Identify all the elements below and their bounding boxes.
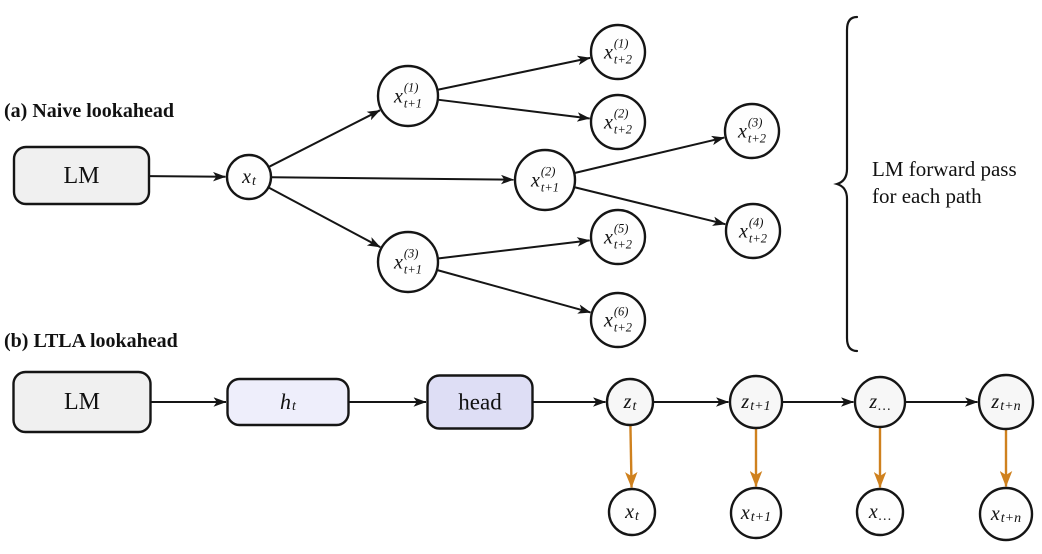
node-head — [426, 374, 534, 430]
edge-x-t1-1-to-x-t2-1 — [438, 55, 591, 91]
node-x-t2-2 — [589, 93, 647, 151]
node-x-t2-1 — [589, 23, 647, 81]
edge-x-t1-1-to-x-t2-2 — [438, 98, 591, 122]
edge-z-t-to-x-t-b — [625, 425, 638, 489]
node-x-dots-b — [855, 487, 905, 537]
node-h-t — [226, 377, 350, 427]
node-x-t2-5 — [589, 208, 647, 266]
node-z-tn — [977, 373, 1035, 431]
node-x-t2-6 — [589, 291, 647, 349]
edge-x-t1-3-to-x-t2-6 — [437, 269, 592, 314]
edge-x-t1-2-to-x-t2-3 — [574, 135, 725, 174]
node-z-t — [605, 377, 655, 427]
grouping-brace — [833, 15, 859, 353]
node-x-t2-3 — [723, 102, 781, 160]
node-x-t2-4 — [724, 202, 782, 260]
node-lm-a — [12, 145, 151, 206]
edge-x-t1-3-to-x-t2-5 — [438, 237, 591, 260]
node-x-t1-2 — [513, 148, 577, 212]
edge-lm-a-to-x-t-a — [149, 171, 227, 182]
edge-x-t-a-to-x-t1-3 — [268, 186, 381, 249]
edge-x-t-a-to-x-t1-1 — [269, 109, 381, 168]
node-z-t1 — [728, 374, 784, 430]
node-x-t1-b — [729, 486, 783, 540]
node-x-t1-3 — [376, 230, 440, 294]
node-z-dots — [853, 375, 907, 429]
edge-x-t1-2-to-x-t2-4 — [574, 186, 726, 226]
node-x-t-b — [607, 487, 657, 537]
edge-x-t-a-to-x-t1-2 — [271, 174, 515, 185]
node-x-tn-b — [978, 486, 1034, 542]
node-x-t-a — [225, 153, 273, 201]
node-x-t1-1 — [376, 64, 440, 128]
node-lm-b — [12, 370, 152, 434]
